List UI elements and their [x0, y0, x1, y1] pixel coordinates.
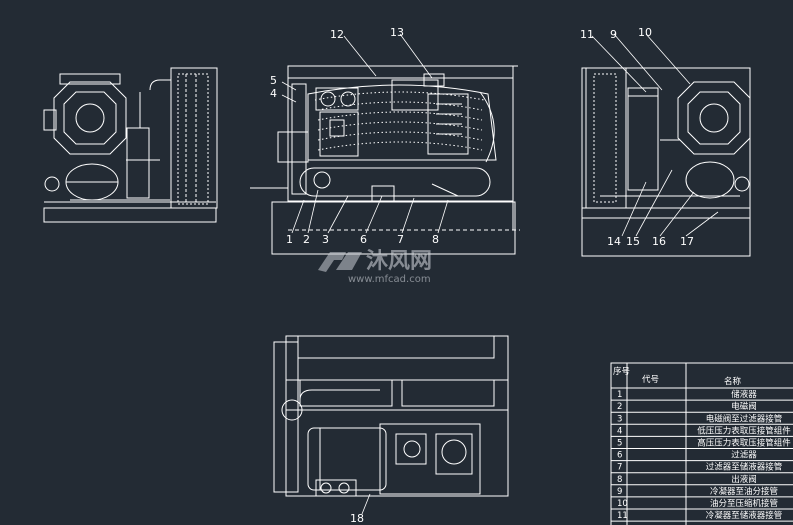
- table-header-name: 名称: [724, 376, 742, 387]
- callout-16: 16: [652, 235, 666, 248]
- right-side-view: [581, 67, 751, 257]
- table-row-name: 储液器: [731, 389, 757, 400]
- callout-labels: 1 2 3 4 5 6 7 8 9 10 11 12 13 14 15 16 1…: [270, 26, 694, 525]
- table-row-name: 过滤器: [731, 450, 757, 461]
- table-row-name: 油分至压缩机接管: [710, 498, 778, 509]
- callout-11: 11: [580, 28, 594, 41]
- table-row-no: 11: [617, 511, 628, 521]
- table-row-no: 5: [617, 439, 622, 449]
- callout-10: 10: [638, 26, 652, 39]
- table-row-name: 过滤器至储液器接管: [706, 462, 783, 473]
- table-row-no: 9: [617, 487, 622, 497]
- watermark-brand: 沐风网: [366, 249, 432, 274]
- table-row-name: 电磁阀: [731, 401, 757, 412]
- callout-12: 12: [330, 28, 344, 41]
- table-row-name: 高压压力表取压接管组件: [697, 438, 791, 449]
- table-row-name: 电磁阀至过滤器接管: [706, 413, 783, 424]
- plan-view: [273, 335, 509, 497]
- table-row-no: 2: [617, 402, 622, 412]
- table-row-no: 4: [617, 426, 622, 436]
- callout-8: 8: [432, 233, 439, 246]
- table-row-name: 低压压力表取压接管组件: [697, 425, 791, 436]
- callout-3: 3: [322, 233, 329, 246]
- table-row-name: 冷凝器至储液器接管: [706, 510, 783, 521]
- callout-9: 9: [610, 28, 617, 41]
- table-row-name: 出液阀: [731, 474, 757, 485]
- watermark: 沐风网 www.mfcad.com: [318, 249, 432, 285]
- callout-13: 13: [390, 26, 404, 39]
- table-row-no: 10: [617, 499, 628, 509]
- table-row-no: 7: [617, 463, 622, 473]
- callout-14: 14: [607, 235, 621, 248]
- watermark-logo-icon: [318, 252, 362, 272]
- leader-lines: [281, 33, 719, 515]
- table-header-code: 代号: [642, 374, 659, 385]
- table-header-no: 序号: [613, 366, 630, 377]
- front-view: [250, 65, 520, 255]
- callout-17: 17: [680, 235, 694, 248]
- callout-7: 7: [397, 233, 404, 246]
- callout-15: 15: [626, 235, 640, 248]
- table-row-no: 3: [617, 414, 622, 424]
- callout-1: 1: [286, 233, 293, 246]
- table-row-name: 冷凝器至油分接管: [710, 486, 778, 497]
- callout-18: 18: [350, 512, 364, 525]
- left-side-view: [43, 67, 218, 223]
- table-row-no: 1: [617, 390, 622, 400]
- callout-4: 4: [270, 87, 277, 100]
- table-row-no: 8: [617, 475, 622, 485]
- callout-5: 5: [270, 74, 277, 87]
- watermark-url: www.mfcad.com: [348, 274, 431, 285]
- table-row-no: 6: [617, 451, 622, 461]
- callout-6: 6: [360, 233, 367, 246]
- parts-table: 序号 代号 名称 1 储液器 2 电磁阀 3 电磁阀至过滤器接管 4 低压压力表取压接管组件 5…: [610, 362, 793, 525]
- callout-2: 2: [303, 233, 310, 246]
